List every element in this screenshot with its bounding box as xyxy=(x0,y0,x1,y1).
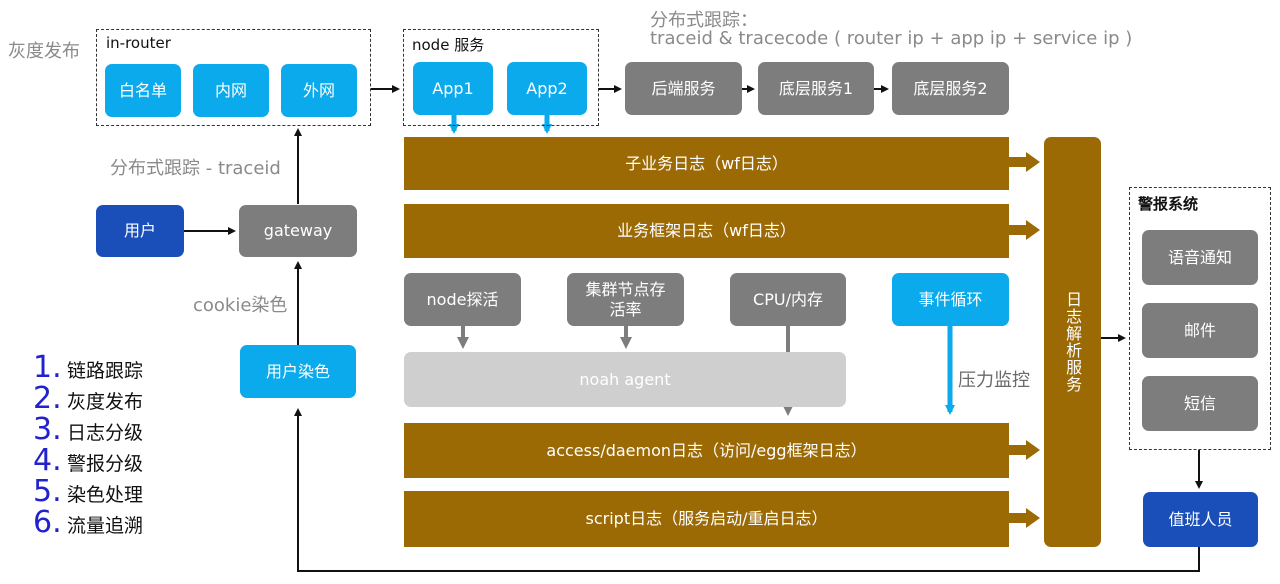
noah-agent-node: noah agent xyxy=(404,352,846,407)
base-service2-node: 底层服务2 xyxy=(892,62,1009,115)
intranet-node: 内网 xyxy=(193,64,269,117)
gateway-node: gateway xyxy=(239,205,357,257)
mail-node: 邮件 xyxy=(1142,303,1258,358)
legend-number: 2. xyxy=(33,381,62,416)
in-router-label: in-router xyxy=(106,34,171,52)
legend-text: 染色处理 xyxy=(67,484,144,506)
app1-node: App1 xyxy=(413,62,493,115)
access-log-bar: access/daemon日志（访问/egg框架日志） xyxy=(404,423,1009,478)
pressure-monitor-label: 压力监控 xyxy=(958,370,1030,391)
arrow-script-parser xyxy=(1009,508,1040,528)
legend-item: 2. 灰度发布 xyxy=(33,381,144,416)
log-parser-label: 日志解析服务 xyxy=(1063,291,1083,393)
arrow-access-parser xyxy=(1009,440,1040,460)
framework-log-bar: 业务框架日志（wf日志） xyxy=(404,204,1009,258)
legend-item: 1. 链路跟踪 xyxy=(33,350,144,385)
legend-text: 日志分级 xyxy=(67,422,144,444)
in-router-group xyxy=(96,29,371,126)
legend-item: 5. 染色处理 xyxy=(33,474,144,509)
arrow-sublog-parser xyxy=(1009,152,1040,172)
base-service1-node: 底层服务1 xyxy=(758,62,874,115)
log-parser-node: 日志解析服务 xyxy=(1044,137,1101,547)
node-probe-node: node探活 xyxy=(404,273,521,326)
trace-formula-label: traceid & tracecode ( router ip + app ip… xyxy=(650,28,1133,49)
cluster-survival-node: 集群节点存活率 xyxy=(567,273,684,326)
sms-node: 短信 xyxy=(1142,376,1258,431)
cpu-memory-node: CPU/内存 xyxy=(730,273,846,326)
node-service-group xyxy=(403,29,599,126)
user-node: 用户 xyxy=(96,205,184,257)
script-log-bar: script日志（服务启动/重启日志） xyxy=(404,491,1009,547)
oncall-node: 值班人员 xyxy=(1143,492,1258,547)
legend-number: 1. xyxy=(33,350,62,385)
node-service-label: node 服务 xyxy=(412,36,485,54)
whitelist-node: 白名单 xyxy=(105,64,181,117)
sub-biz-log-bar: 子业务日志（wf日志） xyxy=(404,137,1009,190)
user-color-node: 用户染色 xyxy=(240,345,356,398)
arrow-framework-parser xyxy=(1009,220,1040,240)
voice-notify-node: 语音通知 xyxy=(1142,230,1258,285)
alert-system-group xyxy=(1129,187,1271,450)
gray-release-label: 灰度发布 xyxy=(8,41,80,62)
legend-number: 5. xyxy=(33,474,62,509)
arrow-oncall-usercolor xyxy=(294,408,1200,572)
backend-service-node: 后端服务 xyxy=(625,62,742,115)
legend-item: 3. 日志分级 xyxy=(33,412,144,447)
extranet-node: 外网 xyxy=(281,64,357,117)
legend-text: 流量追溯 xyxy=(67,515,144,537)
legend-text: 链路跟踪 xyxy=(67,360,144,382)
alert-system-label: 警报系统 xyxy=(1138,195,1199,213)
legend-item: 6. 流量追溯 xyxy=(33,505,144,540)
trace-title-label: 分布式跟踪： xyxy=(650,10,758,31)
legend-text: 警报分级 xyxy=(67,453,144,475)
cookie-color-label: cookie染色 xyxy=(193,295,288,316)
legend-list: 1. 链路跟踪 2. 灰度发布 3. 日志分级 4. 警报分级 5. 染色处理 … xyxy=(33,350,144,540)
legend-number: 6. xyxy=(33,505,62,540)
legend-item: 4. 警报分级 xyxy=(33,443,144,478)
event-loop-node: 事件循环 xyxy=(892,273,1009,326)
trace-id-label: 分布式跟踪 - traceid xyxy=(110,158,281,179)
legend-number: 4. xyxy=(33,443,62,478)
app2-node: App2 xyxy=(507,62,587,115)
legend-text: 灰度发布 xyxy=(67,391,144,413)
legend-number: 3. xyxy=(33,412,62,447)
